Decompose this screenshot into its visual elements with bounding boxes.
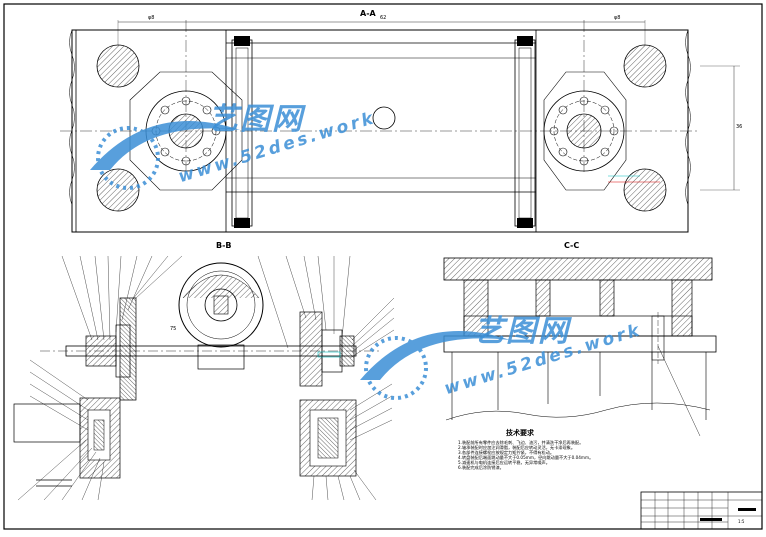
dim-bb-left: 75 (170, 326, 177, 332)
view-c-c (443, 257, 717, 437)
tech-requirement-line: 2.轴承装配时应加注润滑脂，装配后应转动灵活，无卡滞现象。 (458, 445, 576, 450)
section-title-c-c: C-C (564, 241, 580, 250)
dim-top-right: φ8 (614, 15, 621, 21)
dim-top-left: φ8 (148, 15, 155, 21)
tech-requirement-line: 1.装配前所有零件应去除毛刺、飞边、油污，并清洗干净后再装配。 (458, 440, 584, 445)
watermark-brand: 艺图网 (208, 102, 304, 137)
dim-right-vert: 36 (736, 124, 743, 130)
tech-requirement-line: 3.各部件连接螺栓应按规定力矩拧紧，不得有松动。 (458, 450, 555, 455)
tech-requirements-title: 技术要求 (506, 429, 534, 437)
dim-top-mid: 62 (380, 15, 387, 21)
title-block (640, 491, 763, 530)
watermark-logo (90, 121, 510, 400)
view-b-b (13, 255, 395, 501)
title-block-scale: 1:5 (738, 519, 745, 524)
tech-requirement-line: 5.减速机与电机连接后应运转平稳，无异常噪声。 (458, 460, 550, 465)
section-title-b-b: B-B (216, 241, 232, 250)
watermark-brand: 艺图网 (474, 314, 570, 349)
tech-requirement-line: 4.转盘装配后端面跳动量不大于0.05mm，径向跳动量不大于0.04mm。 (458, 455, 594, 460)
section-title-a-a: A-A (360, 9, 376, 18)
sheet-border (3, 3, 763, 530)
tech-requirements: 技术要求 1.装配前所有零件应去除毛刺、飞边、油污，并清洗干净后再装配。 2.轴… (458, 428, 638, 470)
tech-requirement-line: 6.装配完成后涂防锈漆。 (458, 465, 504, 470)
